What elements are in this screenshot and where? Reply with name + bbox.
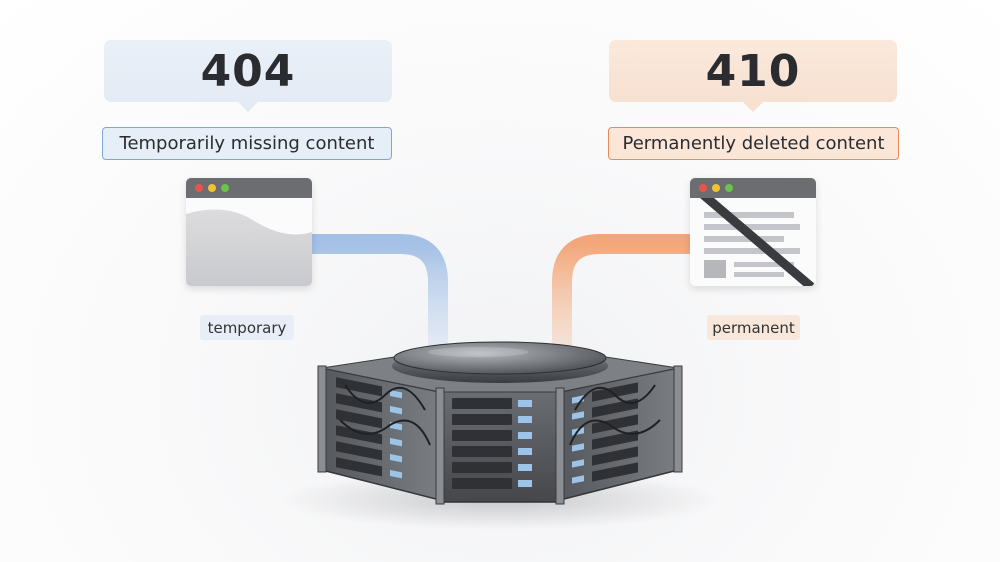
status-code-410: 410 xyxy=(609,40,897,112)
blank-browser-window-icon xyxy=(186,178,312,286)
browser-title-bar xyxy=(690,178,816,198)
minimize-dot-icon xyxy=(208,184,216,192)
browser-title-bar xyxy=(186,178,312,198)
permanent-connector xyxy=(552,234,700,352)
blank-page-content xyxy=(186,198,312,286)
minimize-dot-icon xyxy=(712,184,720,192)
strike-through-icon xyxy=(693,185,815,286)
maximize-dot-icon xyxy=(221,184,229,192)
deleted-page-content xyxy=(690,185,816,286)
close-dot-icon xyxy=(699,184,707,192)
temporary-connector xyxy=(300,234,448,352)
status-code-404: 404 xyxy=(104,40,392,112)
server-rack-cluster-icon xyxy=(317,341,683,505)
status-description-404: Temporarily missing content xyxy=(102,127,392,160)
close-dot-icon xyxy=(195,184,203,192)
status-tag-permanent: permanent xyxy=(707,315,800,340)
crossed-out-document-window-icon xyxy=(690,178,816,286)
status-description-410: Permanently deleted content xyxy=(608,127,899,160)
status-tag-temporary: temporary xyxy=(200,315,294,340)
maximize-dot-icon xyxy=(725,184,733,192)
